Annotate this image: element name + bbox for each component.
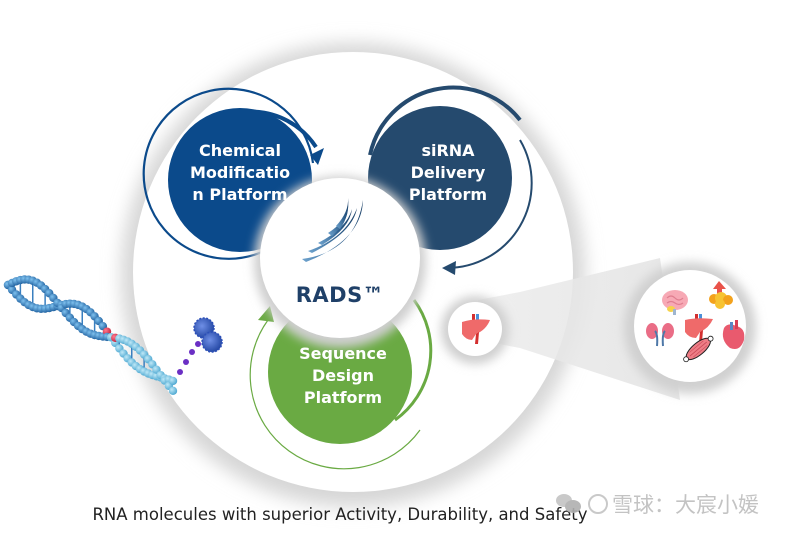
liver-icon [462, 314, 490, 344]
chemical-modification-label: Chemical Modificatio n Platform [189, 141, 291, 204]
swoosh-logo-icon [302, 198, 363, 262]
linker-bead [195, 341, 201, 347]
caption: RNA molecules with superior Activity, Du… [92, 505, 588, 524]
sirna-delivery-label: siRNA Delivery Platform [408, 141, 488, 204]
linker-bead [177, 369, 183, 375]
dna-helix-with-conjugate-icon [3, 275, 223, 396]
heart-icon [722, 320, 745, 349]
kidney-icon [646, 323, 674, 347]
rads-label: RADS™ [295, 283, 385, 307]
linker-bead [183, 359, 189, 365]
rads-center [254, 176, 426, 348]
galnac-ligand [201, 331, 223, 353]
adipose-icon [709, 281, 733, 309]
brain-icon [662, 290, 688, 315]
liver-icon [685, 314, 713, 342]
dna-nucleotide [168, 376, 178, 386]
sequence-design-label: Sequence Design Platform [299, 344, 387, 407]
xueqiu-icon [588, 494, 608, 514]
cycle-arrowhead-icon [310, 148, 324, 165]
watermark-text: 雪球：大宸小媛 [612, 493, 759, 517]
zoom-beam [478, 258, 680, 400]
wechat-icon [556, 492, 584, 516]
dna-nucleotide [168, 386, 178, 396]
linker-bead [189, 349, 195, 355]
muscle-icon [683, 335, 714, 363]
watermark: 雪球：大宸小媛 [556, 484, 796, 524]
cycle-arrowhead-icon [442, 261, 456, 275]
